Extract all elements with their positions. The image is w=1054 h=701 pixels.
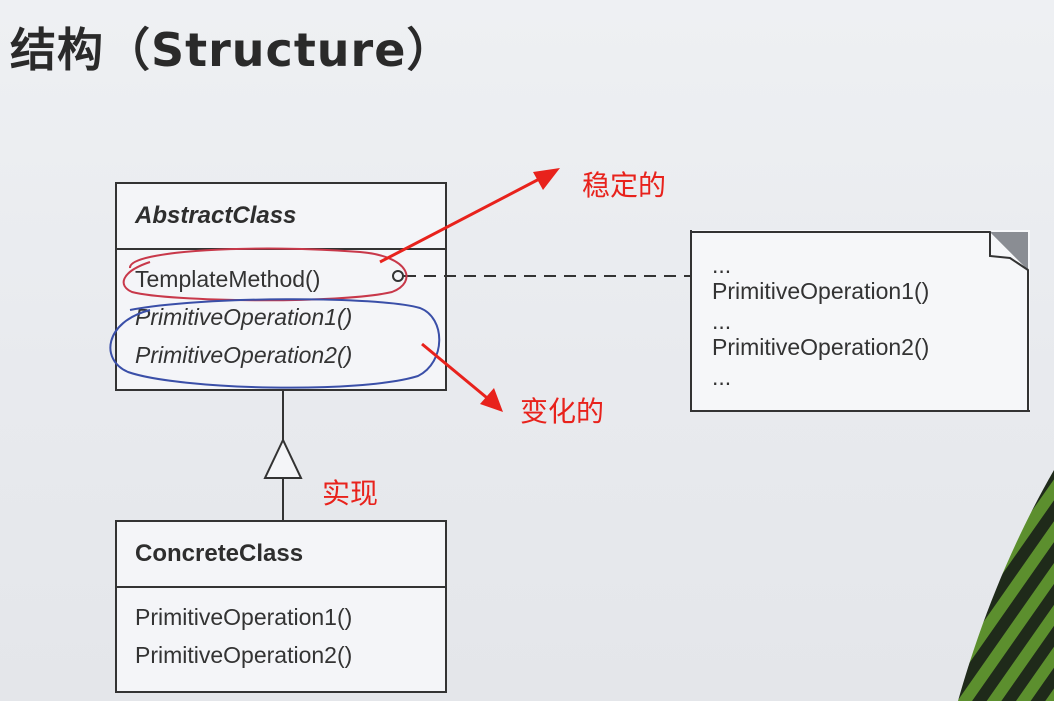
concrete-class-box: ConcreteClass PrimitiveOperation1() Prim… <box>115 520 447 693</box>
note-folded-corner <box>690 231 1029 412</box>
stable-circle-mark <box>122 247 408 302</box>
concrete-class-operations: PrimitiveOperation1() PrimitiveOperation… <box>117 588 445 674</box>
variable-circle-mark <box>109 298 441 389</box>
note-box: ... PrimitiveOperation1() ... PrimitiveO… <box>690 230 1030 412</box>
stable-arrow <box>379 168 560 264</box>
note-ellipsis-2: ... <box>712 308 732 334</box>
abstract-class-box: AbstractClass TemplateMethod() Primitive… <box>115 182 447 391</box>
primitive-op1-abstract: PrimitiveOperation1() <box>135 304 353 330</box>
slide-title: 结构（Structure） <box>10 23 454 77</box>
variable-arrow <box>421 342 503 412</box>
template-method-op: TemplateMethod() <box>135 266 321 292</box>
presenter-figure <box>958 470 1054 701</box>
note-ellipsis-3: ... <box>712 364 732 390</box>
note-primitive-op1: PrimitiveOperation1() <box>712 278 930 304</box>
abstract-class-operations: TemplateMethod() PrimitiveOperation1() P… <box>117 250 445 374</box>
annotation-stable: 稳定的 <box>582 169 667 202</box>
annotation-variable: 变化的 <box>520 395 605 428</box>
concrete-class-name: ConcreteClass <box>117 522 445 588</box>
primitive-op2-abstract: PrimitiveOperation2() <box>135 342 353 368</box>
annotation-implementation: 实现 <box>322 477 379 510</box>
inheritance-arrow <box>263 391 303 520</box>
note-ellipsis-1: ... <box>712 252 732 278</box>
note-primitive-op2: PrimitiveOperation2() <box>712 334 930 360</box>
primitive-op1-concrete: PrimitiveOperation1() <box>135 604 353 630</box>
primitive-op2-concrete: PrimitiveOperation2() <box>135 642 353 668</box>
note-connector <box>392 270 690 282</box>
